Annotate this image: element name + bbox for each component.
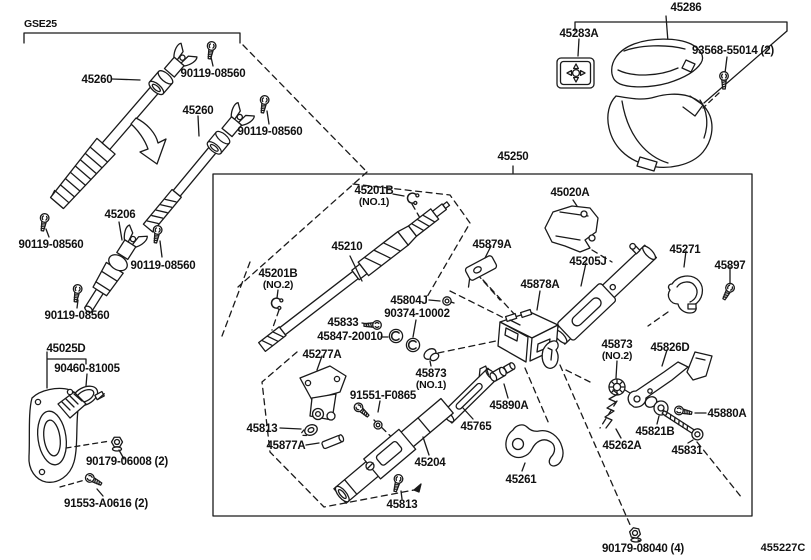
part-label-90179-06008: 90179-06008 (2) <box>85 456 169 468</box>
part-label-45283A: 45283A <box>559 28 599 40</box>
part-label-45210: 45210 <box>331 241 363 253</box>
part-label-45205J: 45205J <box>569 256 607 268</box>
part-label-90119-08560-3: 90119-08560 <box>18 239 84 251</box>
part-label-45201B-no2: 45201B(NO.2) <box>258 268 298 292</box>
part-label-45877A: 45877A <box>266 440 306 452</box>
part-label-90460-81005: 90460-81005 <box>54 363 120 375</box>
diagram-code-label: 455227C <box>760 542 806 554</box>
part-label-90119-08560-1: 90119-08560 <box>180 68 246 80</box>
part-label-45025D: 45025D <box>46 343 86 355</box>
part-label-45804J: 45804J <box>390 295 428 307</box>
part-label-45880A: 45880A <box>707 408 747 420</box>
part-label-45826D: 45826D <box>650 342 690 354</box>
part-label-45879A: 45879A <box>472 239 512 251</box>
part-label-90374-10002: 90374-10002 <box>384 308 450 320</box>
part-label-45873-no2: 45873(NO.2) <box>601 339 633 363</box>
part-label-45286: 45286 <box>670 2 702 14</box>
part-label-45873-no1: 45873(NO.1) <box>415 368 447 392</box>
part-label-45847-20010: 45847-20010 <box>317 331 383 343</box>
model-code-label: GSE25 <box>24 18 57 30</box>
part-label-45890A: 45890A <box>489 400 529 412</box>
part-label-45897: 45897 <box>714 260 746 272</box>
part-label-45260-2: 45260 <box>182 105 214 117</box>
part-label-90179-08040: 90179-08040 (4) <box>601 543 685 555</box>
part-label-45261: 45261 <box>505 474 537 486</box>
part-label-45833: 45833 <box>327 317 359 329</box>
part-label-91553-A0616: 91553-A0616 (2) <box>64 498 148 510</box>
part-label-45813-1: 45813 <box>246 423 278 435</box>
part-label-45206: 45206 <box>104 209 136 221</box>
part-label-90119-08560-2: 90119-08560 <box>237 126 303 138</box>
assembly-label-45250: 45250 <box>497 151 529 163</box>
part-label-90119-08560-4: 90119-08560 <box>130 260 196 272</box>
part-label-45831: 45831 <box>671 445 703 457</box>
part-label-45878A: 45878A <box>520 279 560 291</box>
part-label-45821B: 45821B <box>635 426 675 438</box>
part-label-45260-1: 45260 <box>81 74 113 86</box>
part-label-45271: 45271 <box>669 244 701 256</box>
part-label-45262A: 45262A <box>602 440 642 452</box>
part-label-90119-08560-5: 90119-08560 <box>44 310 110 322</box>
part-label-45204: 45204 <box>414 457 446 469</box>
part-label-45277A: 45277A <box>302 349 342 361</box>
part-label-45201B-no1: 45201B(NO.1) <box>354 185 394 209</box>
part-label-93568-55014: 93568-55014 (2) <box>691 45 775 57</box>
part-label-45813-2: 45813 <box>386 499 418 511</box>
part-label-45765: 45765 <box>460 421 492 433</box>
part-label-91551-F0865: 91551-F0865 <box>349 390 417 402</box>
part-label-45020A: 45020A <box>550 187 590 199</box>
